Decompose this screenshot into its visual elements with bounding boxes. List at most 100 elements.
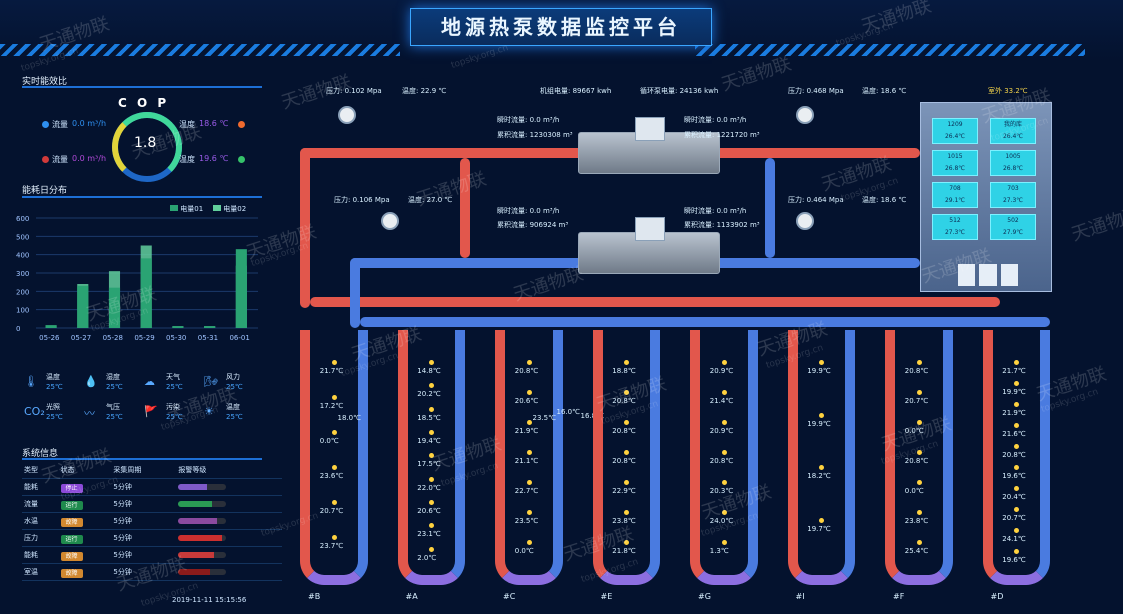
well-loop[interactable] (690, 330, 758, 585)
sensor-dot (721, 450, 727, 455)
room-number: 我的库 (1003, 121, 1022, 128)
sensor-dot (331, 395, 337, 400)
bar-series-01 (45, 325, 57, 328)
well-label: #I (795, 592, 805, 601)
sensor-dot (526, 480, 532, 485)
env-name: 污染 (166, 403, 180, 411)
env-name: 风力 (226, 373, 240, 381)
well-temp: 21.7℃ (319, 367, 344, 375)
col-type: 类型 (22, 462, 59, 479)
well-loop[interactable] (982, 330, 1050, 585)
bar-series-01 (77, 285, 89, 328)
sensor-dot (624, 420, 630, 425)
cop-gauge-arc (112, 112, 182, 182)
legend-02-label: 电量02 (223, 205, 247, 213)
sensor-dot (526, 540, 532, 545)
row-state-cell: 运行 (58, 529, 112, 547)
well-label: #B (308, 592, 321, 601)
env-name: 温度 (46, 373, 60, 381)
env-value: 25℃ (106, 383, 123, 391)
sensor-dot (429, 430, 435, 435)
room-number: 703 (1007, 185, 1019, 192)
hot-pipe-mid (310, 297, 1000, 307)
sensor-dot (429, 406, 435, 412)
well-label: #D (990, 592, 1004, 601)
realtime-title: 实时能效比 (22, 77, 68, 87)
well-temp: 18.5℃ (417, 413, 441, 422)
well-loop[interactable] (397, 330, 465, 585)
row-cycle: 5分钟 (111, 529, 177, 547)
flow-value: 0.0 m³/h (72, 119, 107, 128)
row-level-cell (176, 495, 282, 513)
sensor-dot (429, 476, 435, 482)
pump-power: 循环泵电量: 24136 kwh (640, 87, 719, 95)
room-temp: 26.8℃ (1002, 165, 1024, 172)
alarm-level-bar (178, 518, 227, 524)
chiller-1[interactable] (578, 117, 720, 174)
env-value: 25℃ (226, 383, 243, 391)
well-loop[interactable] (885, 330, 953, 585)
hot-pipe-left (300, 148, 310, 308)
env-value: 25℃ (106, 413, 123, 421)
sensor-dot (916, 540, 922, 545)
well-loop[interactable] (300, 330, 368, 585)
sensor-dot (819, 465, 825, 470)
sensor-dot (916, 420, 922, 425)
x-tick-label: 06-01 (229, 334, 249, 342)
row-type: 压力 (22, 529, 59, 547)
flow-total-3: 累积流量: 906924 m³ (497, 221, 569, 229)
well-loop[interactable] (592, 330, 660, 585)
room-number: 512 (949, 217, 961, 224)
watermark: 天通物联 (1068, 203, 1123, 246)
temp2-value: 19.6 ℃ (199, 154, 229, 163)
well-temp: 20.8℃ (709, 457, 734, 465)
pressure-gauge (338, 106, 356, 124)
pressure4: 压力: 0.464 Mpa (788, 196, 844, 204)
row-level-cell (176, 546, 282, 564)
well-extra-temp: 16.0℃ (556, 408, 580, 416)
alarm-level-fill (178, 569, 210, 575)
well-temp: 17.2℃ (319, 402, 344, 410)
well-temp: 17.5℃ (417, 460, 441, 469)
row-level-cell (176, 529, 282, 547)
pressure2: 压力: 0.468 Mpa (788, 87, 844, 95)
well-loop[interactable] (787, 330, 855, 585)
row-type: 能耗 (22, 546, 59, 564)
well-label: #F (893, 592, 905, 601)
well-loop[interactable] (495, 330, 563, 585)
bar-series-01 (108, 287, 121, 328)
well-temp: 0.0℃ (514, 547, 534, 555)
well-temp: 20.7℃ (904, 397, 929, 405)
y-tick-label: 100 (16, 307, 29, 315)
env-icon: 〰 (84, 407, 95, 420)
sensor-dot (1014, 486, 1020, 491)
env-icon: ☁ (144, 375, 155, 388)
env-value: 25℃ (226, 413, 243, 421)
well-temp: 21.9℃ (1002, 409, 1026, 417)
bar-series-01 (140, 258, 152, 328)
bar-series-01 (235, 249, 247, 328)
well-temp: 20.2℃ (417, 390, 441, 399)
well-temp: 23.1℃ (417, 530, 441, 539)
status-badge: 运行 (60, 500, 83, 510)
chiller-2[interactable] (578, 217, 720, 274)
sensor-dot (526, 510, 532, 515)
